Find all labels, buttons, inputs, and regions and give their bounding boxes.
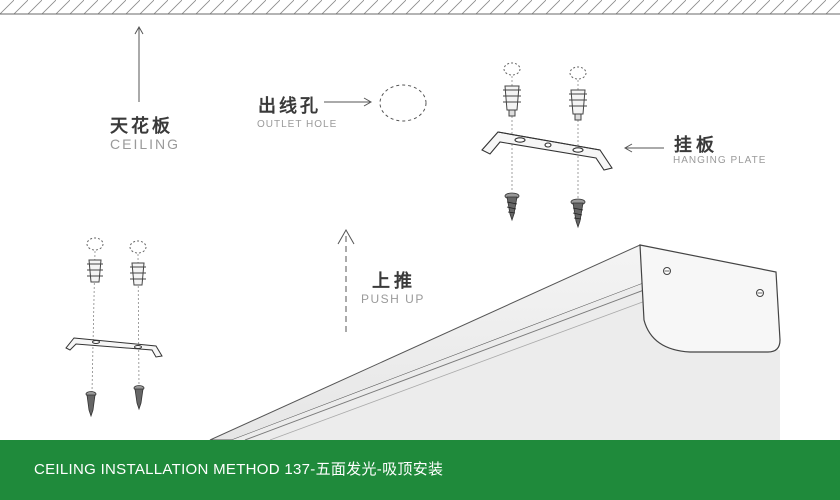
outlet-hole-label-en: OUTLET HOLE	[257, 119, 338, 130]
hanging-plate-assembly-large	[481, 62, 613, 229]
ceiling-surface	[0, 0, 840, 15]
push-up-label-cn: 上推	[372, 271, 416, 292]
ceiling-label-cn: 天花板	[110, 116, 173, 137]
screw	[85, 385, 145, 418]
mounting-plate	[65, 337, 163, 358]
wall-anchor	[87, 259, 146, 286]
hanging-plate-assembly-small	[65, 237, 163, 418]
push-up-label-en: PUSH UP	[361, 292, 425, 306]
ceiling-arrow	[134, 25, 144, 102]
outlet-hole-label-cn: 出线孔	[258, 96, 321, 117]
outlet-hole-circle	[379, 84, 427, 122]
ceiling-label-en: CEILING	[110, 136, 181, 152]
outlet-hole-marker	[324, 84, 427, 122]
installation-diagram	[0, 0, 840, 440]
screw	[504, 192, 586, 229]
push-up-arrow	[337, 228, 355, 334]
footer-title: CEILING INSTALLATION METHOD 137-五面发光-吸顶安…	[34, 461, 444, 478]
hanging-plate-label-en: HANGING PLATE	[673, 155, 767, 166]
mounting-plate	[481, 131, 613, 171]
footer-bar: CEILING INSTALLATION METHOD 137-五面发光-吸顶安…	[0, 440, 840, 500]
hanging-plate-label-cn: 挂板	[674, 135, 718, 156]
wall-anchor	[503, 85, 587, 121]
fixture-end-cap	[639, 244, 781, 353]
light-fixture	[209, 244, 781, 440]
hanging-plate-arrow	[623, 143, 664, 153]
